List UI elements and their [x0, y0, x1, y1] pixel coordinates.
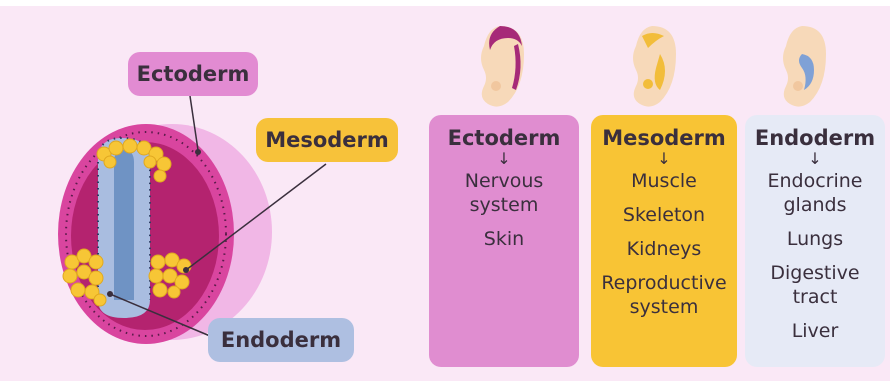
down-arrow-icon: ↓	[497, 151, 510, 167]
down-arrow-icon: ↓	[808, 151, 821, 167]
column-title: Endoderm	[755, 125, 875, 151]
derivative-item: Skin	[484, 227, 524, 251]
derivative-item: Skeleton	[623, 203, 705, 227]
ectoderm-callout: Ectoderm	[128, 52, 258, 96]
endoderm-callout: Endoderm	[208, 318, 354, 362]
fetus-mesoderm-icon	[633, 26, 676, 107]
endoderm-column: Endoderm ↓ Endocrine glands Lungs Digest…	[745, 115, 885, 367]
fetus-endoderm-icon	[783, 26, 826, 107]
column-title: Mesoderm	[602, 125, 726, 151]
leader-dot-ectoderm	[195, 149, 201, 155]
derivative-item: Muscle	[631, 169, 697, 193]
fetus-ectoderm-icon	[481, 26, 524, 107]
column-title: Ectoderm	[448, 125, 561, 151]
derivative-item: Nervous system	[429, 169, 579, 217]
derivative-item: Digestive tract	[745, 261, 885, 309]
down-arrow-icon: ↓	[657, 151, 670, 167]
derivative-item: Liver	[792, 319, 839, 343]
endoderm-lumen	[114, 150, 134, 300]
leader-dot-endoderm	[107, 291, 113, 297]
derivative-item: Endocrine glands	[745, 169, 885, 217]
derivative-item: Lungs	[787, 227, 843, 251]
mesoderm-column: Mesoderm ↓ Muscle Skeleton Kidneys Repro…	[591, 115, 737, 367]
derivative-item: Reproductive system	[591, 271, 737, 319]
ectoderm-column: Ectoderm ↓ Nervous system Skin	[429, 115, 579, 367]
derivative-item: Kidneys	[627, 237, 702, 261]
leader-dot-mesoderm	[183, 267, 189, 273]
mesoderm-callout: Mesoderm	[256, 118, 398, 162]
